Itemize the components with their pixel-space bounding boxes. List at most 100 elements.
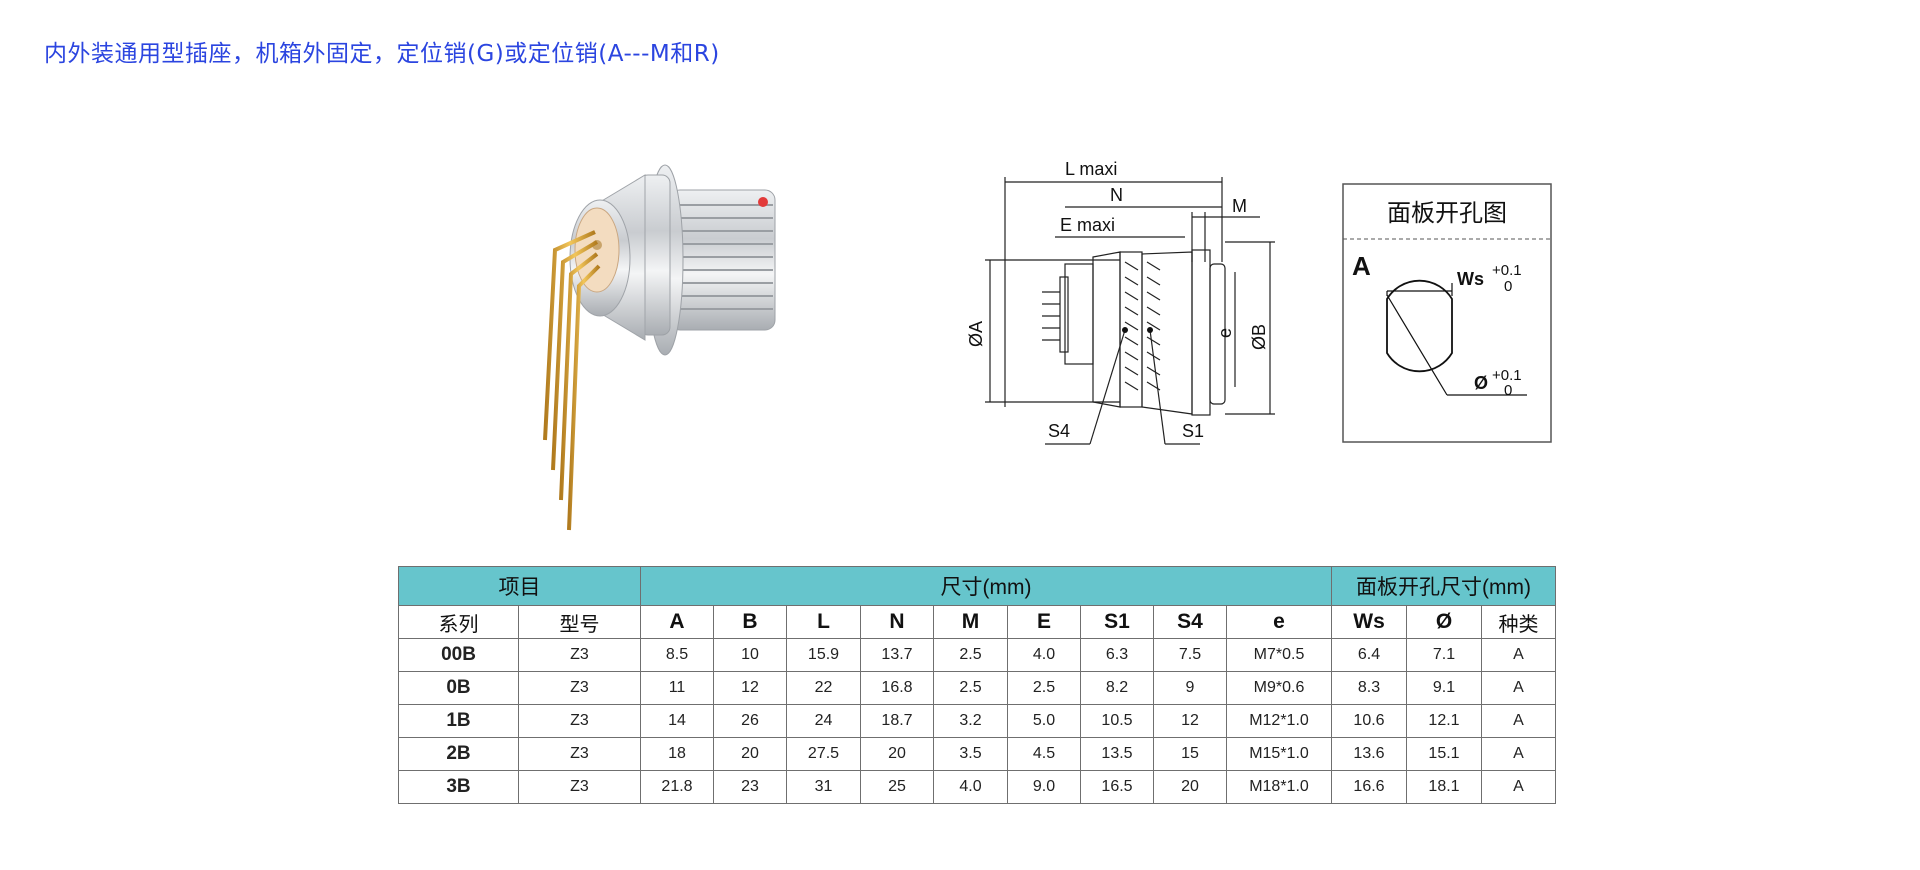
- panel-cutout-diagram: 面板开孔图 A Ws +0.1 0 Ø +0.1 0: [1342, 183, 1552, 443]
- series-cell: 3B: [398, 770, 519, 804]
- table-cell: A: [1481, 638, 1556, 672]
- table-cell: 16.6: [1331, 770, 1407, 804]
- series-cell: 2B: [398, 737, 519, 771]
- table-cell: 31: [786, 770, 861, 804]
- dia-label: Ø: [1474, 373, 1488, 393]
- table-cell: 21.8: [640, 770, 714, 804]
- table-cell: 20: [713, 737, 787, 771]
- table-cell: 16.8: [860, 671, 934, 705]
- table-cell: 2.5: [933, 671, 1008, 705]
- table-cell: 7.5: [1153, 638, 1227, 672]
- table-cell: 13.5: [1080, 737, 1154, 771]
- table-cell: 10.5: [1080, 704, 1154, 738]
- column-header: 系列: [398, 605, 519, 639]
- table-cell: 14: [640, 704, 714, 738]
- table-cell: Z3: [518, 638, 641, 672]
- table-cell: 25: [860, 770, 934, 804]
- table-cell: 4.5: [1007, 737, 1081, 771]
- table-cell: 12: [713, 671, 787, 705]
- table-cell: 15: [1153, 737, 1227, 771]
- table-cell: 13.6: [1331, 737, 1407, 771]
- label-s4: S4: [1048, 421, 1070, 441]
- group-header-item: 项目: [398, 566, 641, 606]
- table-cell: 15.1: [1406, 737, 1482, 771]
- table-cell: 13.7: [860, 638, 934, 672]
- column-header: M: [933, 605, 1008, 639]
- label-n: N: [1110, 185, 1123, 205]
- column-header: Ws: [1331, 605, 1407, 639]
- table-cell: 9.1: [1406, 671, 1482, 705]
- table-cell: 8.5: [640, 638, 714, 672]
- table-cell: 4.0: [1007, 638, 1081, 672]
- column-header: A: [640, 605, 714, 639]
- column-header: L: [786, 605, 861, 639]
- label-dia-b: ØB: [1249, 324, 1269, 350]
- column-header: N: [860, 605, 934, 639]
- group-header-row: 项目 尺寸(mm) 面板开孔尺寸(mm): [398, 566, 1556, 606]
- ws-tolerance-lower: 0: [1504, 278, 1512, 295]
- dimension-drawing: L maxi N M E maxi ØA ØB e S4 S1: [966, 159, 1275, 445]
- table-cell: 7.1: [1406, 638, 1482, 672]
- table-cell: 9: [1153, 671, 1227, 705]
- table-cell: 24: [786, 704, 861, 738]
- table-cell: 6.3: [1080, 638, 1154, 672]
- table-cell: 12: [1153, 704, 1227, 738]
- series-cell: 0B: [398, 671, 519, 705]
- table-cell: 4.0: [933, 770, 1008, 804]
- column-header: S1: [1080, 605, 1154, 639]
- table-cell: 2.5: [1007, 671, 1081, 705]
- table-cell: 15.9: [786, 638, 861, 672]
- table-cell: 23: [713, 770, 787, 804]
- table-cell: 5.0: [1007, 704, 1081, 738]
- series-cell: 1B: [398, 704, 519, 738]
- cutout-title: 面板开孔图: [1387, 200, 1507, 227]
- page-title: 内外装通用型插座，机箱外固定，定位销(G)或定位销(A---M和R): [44, 41, 720, 67]
- label-m: M: [1232, 196, 1247, 216]
- column-header: S4: [1153, 605, 1227, 639]
- table-cell: 3.5: [933, 737, 1008, 771]
- column-header: 种类: [1481, 605, 1556, 639]
- table-cell: 16.5: [1080, 770, 1154, 804]
- table-cell: 6.4: [1331, 638, 1407, 672]
- table-cell: 8.3: [1331, 671, 1407, 705]
- table-cell: 10: [713, 638, 787, 672]
- series-cell: 00B: [398, 638, 519, 672]
- table-cell: M15*1.0: [1226, 737, 1332, 771]
- table-cell: 18: [640, 737, 714, 771]
- ws-label: Ws: [1457, 269, 1484, 289]
- table-cell: 22: [786, 671, 861, 705]
- table-cell: 2.5: [933, 638, 1008, 672]
- label-e: e: [1215, 328, 1235, 338]
- label-e-maxi: E maxi: [1060, 215, 1115, 235]
- table-cell: Z3: [518, 671, 641, 705]
- table-cell: 18.7: [860, 704, 934, 738]
- table-cell: A: [1481, 770, 1556, 804]
- group-header-panel: 面板开孔尺寸(mm): [1331, 566, 1556, 606]
- table-cell: 20: [860, 737, 934, 771]
- table-cell: A: [1481, 737, 1556, 771]
- table-cell: 9.0: [1007, 770, 1081, 804]
- dia-tolerance-upper: +0.1: [1492, 367, 1522, 384]
- table-cell: M18*1.0: [1226, 770, 1332, 804]
- table-cell: A: [1481, 704, 1556, 738]
- label-s1: S1: [1182, 421, 1204, 441]
- table-cell: 27.5: [786, 737, 861, 771]
- table-cell: Z3: [518, 770, 641, 804]
- table-cell: A: [1481, 671, 1556, 705]
- ws-tolerance-upper: +0.1: [1492, 262, 1522, 279]
- table-cell: M12*1.0: [1226, 704, 1332, 738]
- group-header-size: 尺寸(mm): [640, 566, 1332, 606]
- cutout-type-label: A: [1352, 251, 1371, 281]
- spec-table: 项目 尺寸(mm) 面板开孔尺寸(mm) 系列 型号 A B L N M E S…: [398, 566, 1556, 804]
- column-header: e: [1226, 605, 1332, 639]
- table-cell: 18.1: [1406, 770, 1482, 804]
- table-cell: 11: [640, 671, 714, 705]
- column-header: E: [1007, 605, 1081, 639]
- table-cell: 10.6: [1331, 704, 1407, 738]
